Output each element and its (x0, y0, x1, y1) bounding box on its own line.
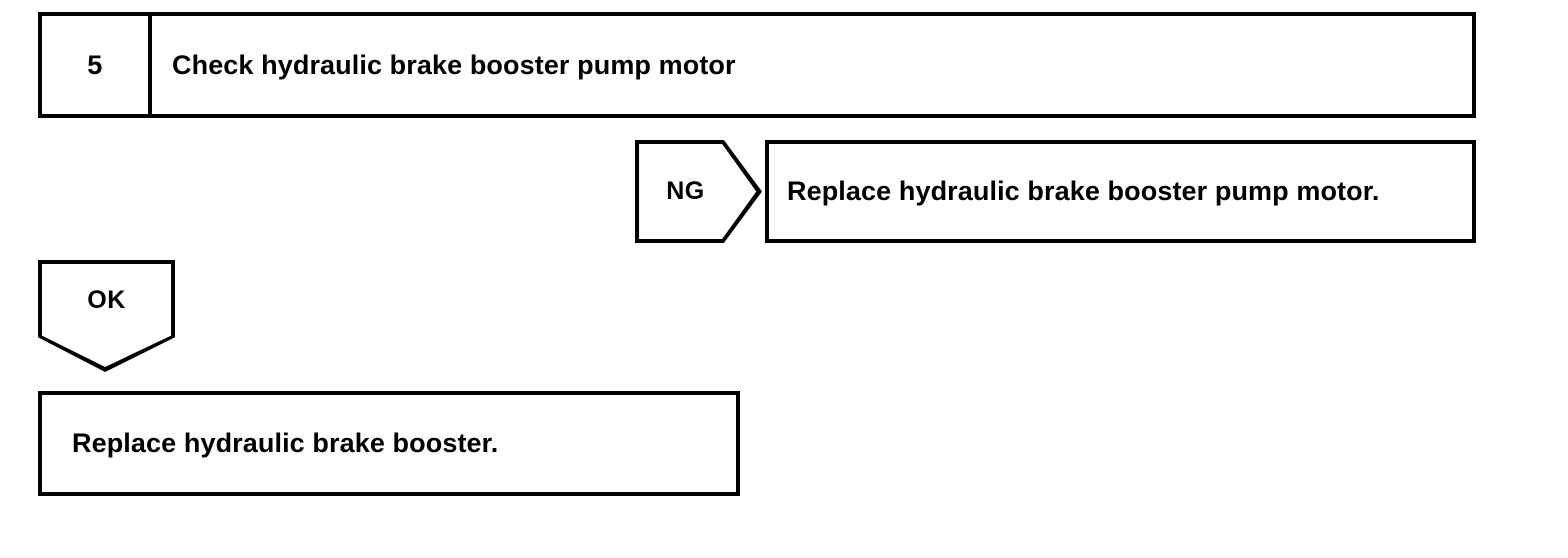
step-header-row: 5 Check hydraulic brake booster pump mot… (38, 12, 1476, 118)
result-tag-ok-fill (41, 264, 172, 367)
result-tag-ok-label: OK (87, 285, 126, 314)
step-number: 5 (87, 49, 103, 80)
step-title-cell: Check hydraulic brake booster pump motor (152, 16, 1472, 114)
action-box-ng: Replace hydraulic brake booster pump mot… (765, 140, 1476, 243)
step-number-cell: 5 (42, 16, 152, 114)
action-text-ok: Replace hydraulic brake booster. (72, 428, 499, 458)
result-tag-ok: OK (38, 260, 175, 372)
action-text-ng: Replace hydraulic brake booster pump mot… (787, 176, 1380, 206)
result-tag-ng-label: NG (666, 177, 705, 205)
step-title: Check hydraulic brake booster pump motor (172, 49, 736, 80)
result-tag-ng: NG (635, 140, 762, 243)
action-box-ok: Replace hydraulic brake booster. (38, 391, 740, 496)
